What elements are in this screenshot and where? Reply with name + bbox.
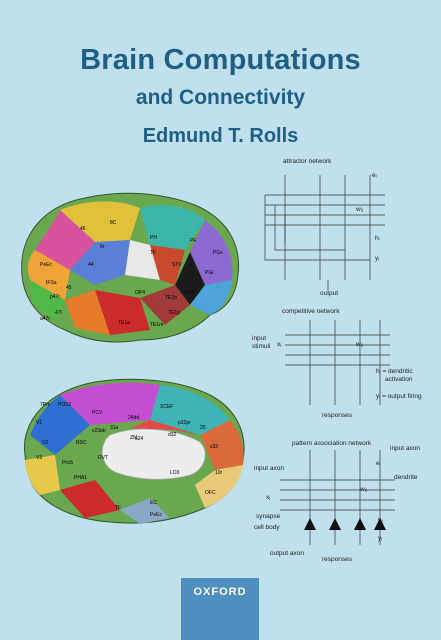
pattern-hi-label: hᵢ xyxy=(378,517,383,524)
pattern-xj-label: xⱼ xyxy=(266,494,271,501)
lateral-area-label: PeEc xyxy=(40,262,52,268)
lateral-area-label: 8C xyxy=(110,220,117,226)
publisher-band: OXFORD xyxy=(181,578,259,640)
lateral-area-label: TE2p xyxy=(165,295,177,301)
medial-area-label: 7Pm xyxy=(40,402,51,408)
medial-area-label: 25 xyxy=(200,425,206,431)
author: Edmund T. Rolls xyxy=(142,125,299,147)
medial-area-label: 31a xyxy=(110,425,119,431)
attractor-network-diagram xyxy=(264,175,385,290)
competitive-network-diagram xyxy=(285,320,390,405)
pattern-wij-label: wᵢⱼ xyxy=(360,486,367,493)
pattern-output-axon-label: output axon xyxy=(270,550,304,557)
lateral-brain-view xyxy=(21,192,240,343)
medial-area-label: v23ab xyxy=(92,428,106,434)
lateral-area-label: 47l xyxy=(55,310,62,316)
medial-area-label: PCV xyxy=(92,410,103,416)
lateral-area-label: OP4 xyxy=(135,290,146,296)
medial-area-label: OFC xyxy=(205,490,216,496)
pattern-ei-label: eᵢ xyxy=(376,460,381,467)
attractor-yi-label: yᵢ xyxy=(375,255,380,262)
medial-area-label: a24 xyxy=(135,436,144,442)
pattern-cell-body-label: cell body xyxy=(254,524,280,531)
lateral-area-label: PHT xyxy=(185,290,195,296)
attractor-hi-label: hᵢ xyxy=(375,235,380,242)
publisher-logo: OXFORD xyxy=(193,586,247,598)
lateral-area-label: 46 xyxy=(80,226,86,232)
pattern-network-label: pattern association network xyxy=(292,440,372,447)
lateral-area-label: TE1m xyxy=(150,322,164,328)
pattern-input-axon-left: input axon xyxy=(254,465,284,472)
attractor-wij-label: wᵢⱼ xyxy=(356,206,363,213)
competitive-h-note: hᵢ = dendritic xyxy=(376,368,413,375)
lateral-area-label: 45 xyxy=(66,285,72,291)
pattern-input-axon-top: input axon xyxy=(390,445,420,452)
medial-area-label: POS2 xyxy=(58,402,72,408)
competitive-responses-label: responses xyxy=(322,412,352,419)
pattern-yi-label: yᵢ xyxy=(378,535,383,542)
lateral-area-label: STV xyxy=(172,262,182,268)
lateral-area-label: PF xyxy=(190,238,197,244)
competitive-stimuli-label: stimuli xyxy=(252,343,271,350)
medial-area-label: V3 xyxy=(36,455,43,461)
medial-area-label: TF xyxy=(115,505,122,511)
medial-area-label: EC xyxy=(150,500,157,506)
lateral-area-label: IFSa xyxy=(46,280,57,286)
medial-area-label: PHA1 xyxy=(74,475,88,481)
lateral-area-label: TF xyxy=(150,250,157,256)
lateral-area-label: TE1a xyxy=(118,320,130,326)
medial-area-label: DVT xyxy=(98,455,108,461)
medial-area-label: ZM xyxy=(130,435,138,441)
lateral-area-label: 44 xyxy=(88,262,94,268)
medial-area-label: V2 xyxy=(42,440,49,446)
attractor-output-label: output xyxy=(320,290,339,297)
medial-area-label: 10r xyxy=(215,470,223,476)
medial-area-label: d32 xyxy=(168,432,177,438)
medial-area-label: LO3 xyxy=(170,470,180,476)
lateral-area-label: TE1p xyxy=(168,310,180,316)
lateral-area-label: a47r xyxy=(40,316,51,322)
medial-area-label: s32 xyxy=(210,444,219,450)
medial-area-label: p32pr xyxy=(178,420,191,426)
attractor-ei-label: eᵢ xyxy=(372,172,377,179)
lateral-area-label: PGi xyxy=(205,270,214,276)
pattern-dendrite-label: dendrite xyxy=(394,474,418,481)
medial-area-label: ProS xyxy=(62,460,74,466)
brain-illustration xyxy=(21,192,245,524)
medial-area-label: V1 xyxy=(36,420,43,426)
medial-area-label: RSC xyxy=(76,440,87,446)
subtitle: and Connectivity xyxy=(135,86,306,109)
competitive-wij-label: wᵢⱼ xyxy=(356,341,363,348)
lateral-area-label: 6r xyxy=(100,244,105,250)
competitive-network-label: competitive network xyxy=(282,308,340,315)
lateral-area-label: PH xyxy=(150,235,157,241)
medial-area-label: SCEF xyxy=(160,404,174,410)
competitive-xj-label: xⱼ xyxy=(277,341,282,348)
medial-area-label: 24dd xyxy=(128,415,140,421)
attractor-network-label: attractor network xyxy=(283,158,332,165)
lateral-area-label: PGs xyxy=(213,250,223,256)
pattern-synapse-label: synapse xyxy=(256,513,281,520)
competitive-y-note: yᵢ = output firing xyxy=(376,393,422,400)
title: Brain Computations xyxy=(80,44,361,76)
competitive-h-note-2: activation xyxy=(385,376,413,383)
network-diagrams xyxy=(264,175,395,545)
medial-brain-view xyxy=(23,378,245,524)
competitive-input-label: input xyxy=(252,335,267,342)
pattern-responses-label: responses xyxy=(322,556,352,563)
lateral-area-label: p47r xyxy=(50,294,61,300)
medial-area-label: PeEc xyxy=(150,512,162,518)
